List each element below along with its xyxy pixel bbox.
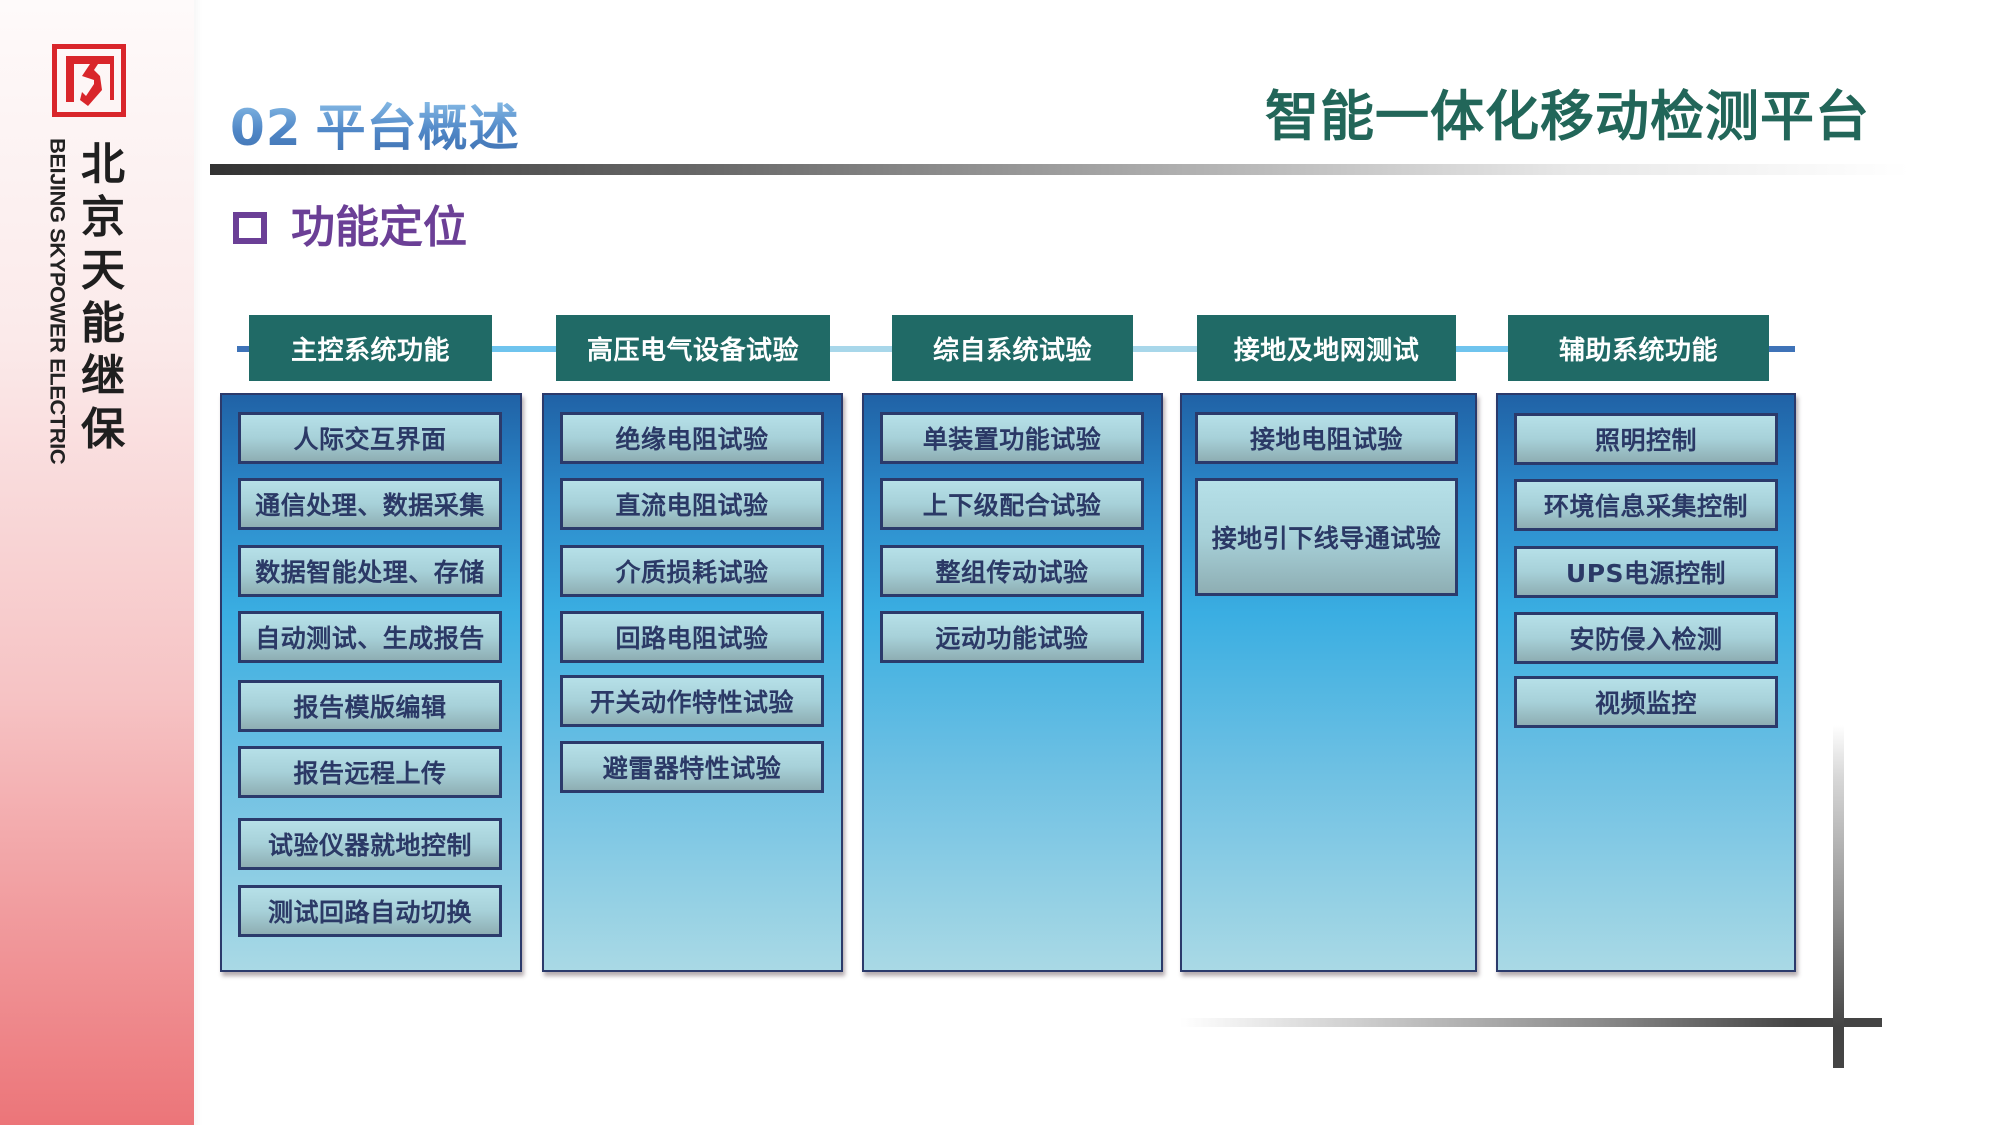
function-item[interactable]: 报告模版编辑 (238, 680, 502, 732)
function-item[interactable]: UPS电源控制 (1514, 546, 1778, 598)
function-item[interactable]: 介质损耗试验 (560, 545, 824, 597)
brand-char: 京 (81, 192, 125, 243)
function-item[interactable]: 绝缘电阻试验 (560, 412, 824, 464)
connector-line (1769, 346, 1795, 352)
connector-line (830, 346, 892, 352)
column-header-substation-automation: 综自系统试验 (892, 315, 1133, 381)
section-title-text: 平台概述 (315, 99, 520, 157)
function-item[interactable]: 数据智能处理、存储 (238, 545, 502, 597)
function-item[interactable]: 视频监控 (1514, 676, 1778, 728)
decorative-vertical-line (1833, 725, 1844, 1068)
brand-char: 继 (81, 351, 125, 402)
function-item[interactable]: 人际交互界面 (238, 412, 502, 464)
function-item[interactable]: 接地引下线导通试验 (1195, 478, 1458, 596)
function-item[interactable]: 避雷器特性试验 (560, 741, 824, 793)
function-item[interactable]: 照明控制 (1514, 413, 1778, 465)
brand-char: 北 (81, 139, 125, 190)
brand-name-english: BEIJING SKYPOWER ELECTRIC (45, 138, 70, 465)
connector-line (492, 346, 556, 352)
section-number: 02 (230, 99, 302, 157)
function-item[interactable]: 试验仪器就地控制 (238, 818, 502, 870)
brand-sidebar (0, 0, 194, 1125)
function-item[interactable]: 单装置功能试验 (880, 412, 1144, 464)
column-header-main-control: 主控系统功能 (249, 315, 492, 381)
company-logo-icon (51, 43, 127, 118)
platform-title: 智能一体化移动检测平台 (1265, 85, 1870, 148)
brand-name-chinese: 北 京 天 能 继 保 (78, 138, 128, 456)
connector-line (237, 346, 251, 352)
function-item[interactable]: 整组传动试验 (880, 545, 1144, 597)
brand-char: 保 (81, 404, 125, 455)
sub-heading-text: 功能定位 (291, 202, 467, 253)
column-header-grounding: 接地及地网测试 (1197, 315, 1456, 381)
hollow-square-bullet-icon (233, 212, 267, 244)
sidebar-shadow (194, 0, 202, 1125)
function-item[interactable]: 远动功能试验 (880, 611, 1144, 663)
column-header-hv-equipment: 高压电气设备试验 (556, 315, 830, 381)
function-item[interactable]: 直流电阻试验 (560, 478, 824, 530)
function-item[interactable]: 报告远程上传 (238, 746, 502, 798)
function-item[interactable]: 环境信息采集控制 (1514, 479, 1778, 531)
function-item[interactable]: 测试回路自动切换 (238, 885, 502, 937)
brand-char: 天 (81, 245, 125, 296)
function-item[interactable]: 安防侵入检测 (1514, 612, 1778, 664)
brand-char: 能 (81, 298, 125, 349)
function-item[interactable]: 开关动作特性试验 (560, 675, 824, 727)
sub-heading: 功能定位 (233, 200, 467, 256)
column-header-auxiliary: 辅助系统功能 (1508, 315, 1769, 381)
header-divider (210, 164, 1910, 175)
function-item[interactable]: 通信处理、数据采集 (238, 478, 502, 530)
decorative-horizontal-line (1180, 1018, 1882, 1027)
function-item[interactable]: 接地电阻试验 (1195, 412, 1458, 464)
connector-line (1133, 346, 1197, 352)
connector-line (1456, 346, 1508, 352)
function-item[interactable]: 上下级配合试验 (880, 478, 1144, 530)
function-item[interactable]: 自动测试、生成报告 (238, 611, 502, 663)
function-item[interactable]: 回路电阻试验 (560, 611, 824, 663)
